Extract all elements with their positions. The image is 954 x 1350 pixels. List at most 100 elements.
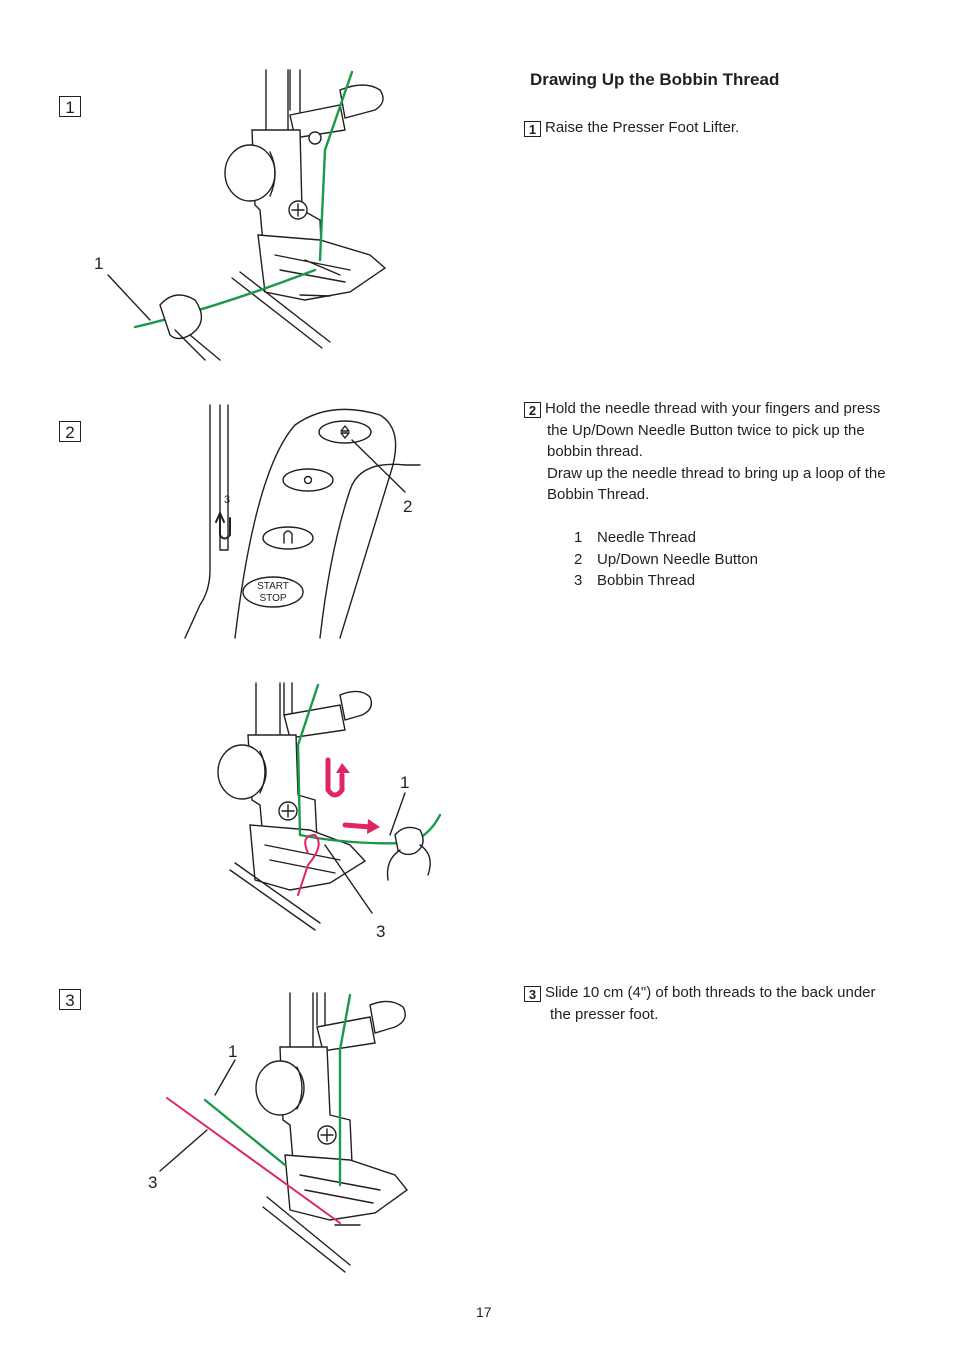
thread-guide-knob <box>369 1000 406 1034</box>
callout-label-bobbin-thread: 3 <box>148 1173 157 1192</box>
bobbin-thread <box>166 1097 341 1224</box>
legend-item: 3 Bobbin Thread <box>574 570 758 592</box>
needle-bar <box>265 69 301 131</box>
presser-knob-icon <box>224 144 276 202</box>
needle-thread-back <box>203 1098 287 1167</box>
legend-label: Needle Thread <box>597 529 696 546</box>
machine-body-edge <box>184 404 211 639</box>
thread-guide <box>283 704 346 739</box>
needle-stop-icon <box>303 475 313 485</box>
stop-label: STOP <box>259 593 286 604</box>
bobbin-thread-loop <box>297 833 320 896</box>
presser-foot <box>249 824 367 891</box>
step-2-line-5: Bobbin Thread. <box>547 486 650 504</box>
up-arrow-head <box>336 763 350 773</box>
callout-label-needle-thread: 1 <box>228 1042 237 1061</box>
needle-thread <box>296 683 442 845</box>
legend-item: 1 Needle Thread <box>574 527 758 549</box>
callout-label: 1 <box>94 254 103 273</box>
step-box-2: 2 <box>59 421 81 442</box>
figure-presser-foot-raised: 1 <box>94 69 387 361</box>
presser-foot-toes <box>264 844 341 874</box>
callout-label-needle-thread: 1 <box>400 773 409 792</box>
legend-num: 2 <box>574 550 583 568</box>
presser-knob-grip <box>296 1066 303 1110</box>
callout-line <box>324 844 373 914</box>
step-2-line-2: the Up/Down Needle Button twice to pick … <box>547 421 865 439</box>
needle-plate-slot <box>229 862 321 931</box>
screw-slot <box>291 203 305 217</box>
step-2-inline-box: 2 <box>524 402 541 418</box>
finger-outline <box>174 329 221 361</box>
start-label: START <box>257 581 289 592</box>
start-stop-button[interactable] <box>242 576 304 608</box>
callout-line <box>389 792 406 836</box>
needle-plate-slot <box>262 1196 361 1273</box>
legend-label: Up/Down Needle Button <box>597 550 758 568</box>
hand-outline <box>386 844 431 881</box>
step-box-3: 3 <box>59 989 81 1010</box>
step-3-inline-box: 3 <box>524 986 541 1002</box>
finger-icon <box>394 826 424 856</box>
up-arrow-icon <box>325 757 345 798</box>
callout-line <box>159 1129 208 1172</box>
needle-thread-held <box>133 268 317 329</box>
pull-arrow-head <box>367 819 380 834</box>
step-2-line-3: bobbin thread. <box>547 443 643 461</box>
callout-label-bobbin-thread: 3 <box>376 922 385 941</box>
presser-foot-toes <box>274 254 351 283</box>
callout-line <box>351 439 406 493</box>
presser-knob-grip <box>269 151 276 197</box>
needle-plate-slot <box>231 271 331 349</box>
needle-up-down-icon <box>340 425 350 439</box>
presser-foot <box>284 1154 409 1221</box>
step-1-sentence: Raise the Presser Foot Lifter. <box>545 119 740 136</box>
page-title: Drawing Up the Bobbin Thread <box>530 70 780 89</box>
step-box-1: 1 <box>59 96 81 117</box>
legend-item: 2 Up/Down Needle Button <box>574 549 758 571</box>
figure-pull-bobbin-loop: 1 3 <box>217 682 442 941</box>
callout-label: 2 <box>403 497 412 516</box>
presser-knob-icon <box>217 744 267 800</box>
screw-small-icon <box>308 131 322 145</box>
figure-threads-slid-back: 1 3 <box>148 992 409 1273</box>
screw-slot <box>320 1128 334 1142</box>
thread-guide-knob <box>339 84 384 119</box>
needle-thread <box>338 993 352 1187</box>
reverse-button[interactable] <box>262 526 314 550</box>
legend-num: 1 <box>574 529 583 546</box>
needle-bar <box>255 682 293 746</box>
figure-button-panel: 3 START STOP 2 <box>184 404 421 639</box>
legend-num: 3 <box>574 572 583 590</box>
step-3-line-1: Slide 10 cm (4") of both threads to the … <box>545 984 876 1001</box>
page-number: 17 <box>476 1304 492 1320</box>
button-panel <box>234 408 397 639</box>
reverse-icon <box>283 530 293 544</box>
thread-path-arrow-icon <box>215 512 231 540</box>
legend-label: Bobbin Thread <box>597 572 696 590</box>
presser-knob-grip <box>259 750 266 794</box>
finger-icon <box>159 294 203 340</box>
screw-slot <box>281 804 295 818</box>
step-3-line-2: the presser foot. <box>550 1005 659 1023</box>
stitch-position-button[interactable] <box>282 468 334 492</box>
panel-right-edge <box>319 463 421 639</box>
step-1-inline-box: 1 <box>524 121 541 137</box>
thread-slot <box>219 404 229 551</box>
callout-line <box>107 274 151 321</box>
slot-label: 3 <box>224 494 230 506</box>
thread-guide <box>316 1016 376 1052</box>
pull-arrow-icon <box>342 822 373 830</box>
needle-up-down-button[interactable] <box>318 420 372 444</box>
presser-knob-icon <box>255 1060 305 1116</box>
step-2-line-1: Hold the needle thread with your fingers… <box>545 400 881 417</box>
thread-guide-knob <box>339 690 373 721</box>
needle-bar <box>289 992 326 1056</box>
needle-thread <box>318 70 354 262</box>
step-2-line-4: Draw up the needle thread to bring up a … <box>547 464 886 482</box>
callout-line <box>214 1059 236 1096</box>
